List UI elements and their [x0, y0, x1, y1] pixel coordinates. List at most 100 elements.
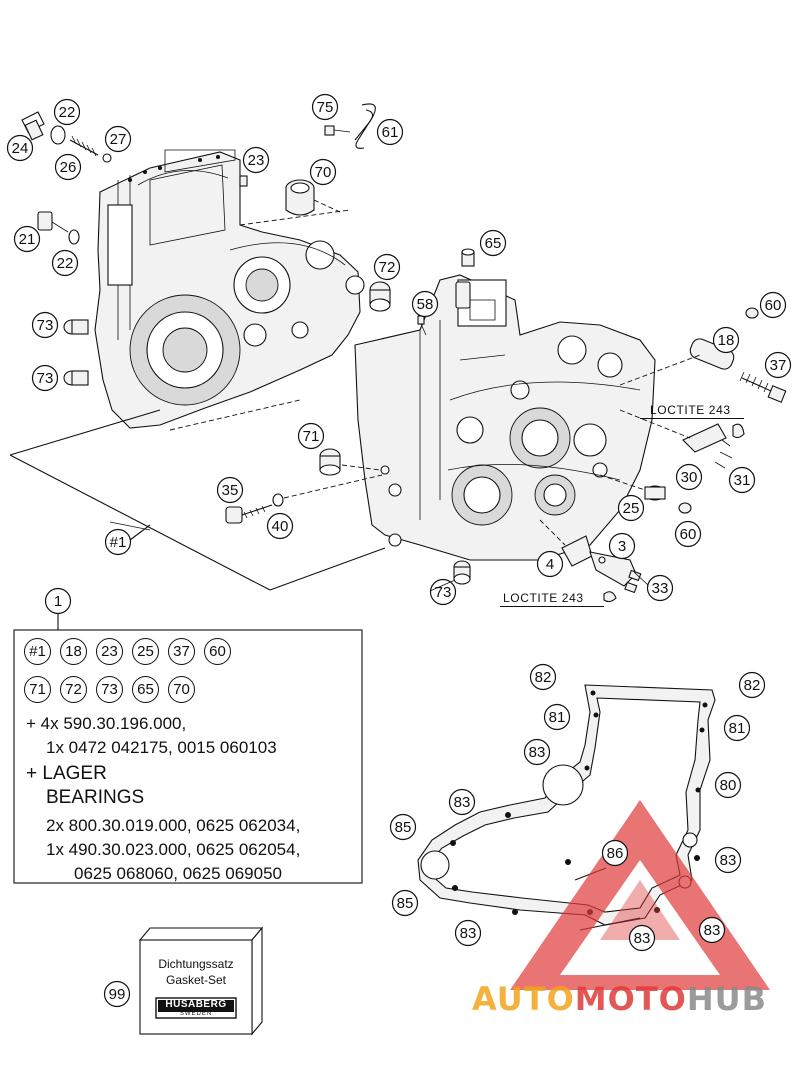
callout-65: 65 — [479, 229, 507, 257]
kit-line-2: 1x 0472 042175, 0015 060103 — [46, 738, 277, 757]
callout-70: 70 — [309, 158, 337, 186]
callout-58: 58 — [411, 290, 439, 318]
callout-81a: 81 — [543, 703, 571, 731]
callout-label: 70 — [315, 164, 332, 181]
gasket-set-label: Dichtungssatz Gasket-Set — [140, 956, 252, 988]
callout-label: 31 — [734, 472, 751, 489]
callout-label: 18 — [718, 332, 735, 349]
callout-71: 71 — [297, 422, 325, 450]
callout-label: 30 — [681, 469, 698, 486]
loctite-upper-underline — [640, 418, 744, 419]
callout-label: 83 — [454, 794, 471, 811]
bushing-71 — [319, 448, 381, 476]
callout-label: 83 — [704, 922, 721, 939]
callout-1hash: #1 — [104, 528, 132, 556]
gasket-set-package — [138, 926, 264, 1036]
dowel-65 — [461, 248, 475, 267]
callout-label: 22 — [57, 255, 74, 272]
callout-1: 1 — [44, 587, 72, 615]
leader-lines — [109, 521, 649, 592]
watermark-wordmark: AUTOMOTOHUB — [472, 980, 767, 1018]
callout-label: 1 — [54, 593, 62, 610]
callout-label: 60 — [765, 297, 782, 314]
callout-60b: 60 — [674, 520, 702, 548]
callout-83c: 83 — [714, 846, 742, 874]
callout-35: 35 — [216, 476, 244, 504]
kit-item-25: 25 — [132, 638, 159, 665]
kit-item-73: 73 — [96, 676, 123, 703]
callout-80: 80 — [714, 771, 742, 799]
callout-label: 71 — [303, 428, 320, 445]
callout-83b: 83 — [448, 788, 476, 816]
callout-85b: 85 — [391, 889, 419, 917]
callout-21: 21 — [13, 225, 41, 253]
callout-99: 99 — [103, 980, 131, 1008]
kit-item-70: 70 — [168, 676, 195, 703]
callout-22b: 22 — [51, 249, 79, 277]
callout-82b: 82 — [738, 671, 766, 699]
callout-label: 22 — [59, 104, 76, 121]
bushing-72 — [369, 281, 391, 312]
callout-83d: 83 — [454, 919, 482, 947]
callout-label: 72 — [379, 259, 396, 276]
callout-83a: 83 — [523, 738, 551, 766]
kit-line-3: + LAGER — [26, 763, 107, 784]
callout-label: 25 — [623, 500, 640, 517]
callout-75: 75 — [311, 93, 339, 121]
callout-60a: 60 — [759, 291, 787, 319]
gasket-set-brand-sub: SWEDEN — [179, 1011, 213, 1017]
callout-label: 24 — [12, 140, 29, 157]
automotohub-watermark — [510, 800, 770, 990]
callout-label: 73 — [435, 584, 452, 601]
callout-label: 85 — [395, 819, 412, 836]
gasket-set-title-en: Gasket-Set — [165, 973, 227, 987]
kit-item-71: 71 — [24, 676, 51, 703]
kit-box-text: + 4x 590.30.196.000, 1x 0472 042175, 001… — [26, 712, 300, 886]
callout-label: 81 — [549, 709, 566, 726]
callout-label: 23 — [248, 152, 265, 169]
callout-label: 83 — [529, 744, 546, 761]
callout-label: 83 — [720, 852, 737, 869]
shaft-and-bolt-assembly — [619, 307, 787, 469]
callout-86: 86 — [601, 839, 629, 867]
callout-72: 72 — [373, 253, 401, 281]
drain-plug-assembly — [21, 111, 112, 245]
kit-item-72: 72 — [60, 676, 87, 703]
watermark-triangle-logo — [510, 800, 770, 990]
gasket-set-title-de: Dichtungssatz — [158, 957, 234, 971]
kit-item-37: 37 — [168, 638, 195, 665]
watermark-moto: MOTO — [574, 980, 687, 1018]
callout-label: 26 — [60, 159, 77, 176]
callout-85a: 85 — [389, 813, 417, 841]
callout-label: 82 — [535, 669, 552, 686]
right-crankcase-half — [354, 274, 656, 561]
callout-22a: 22 — [53, 98, 81, 126]
bearing-sleeve-70 — [285, 179, 341, 216]
callout-83e: 83 — [628, 924, 656, 952]
bolt-35-and-washer-40 — [225, 474, 383, 524]
callout-label: 61 — [382, 124, 399, 141]
assembly-bracket-lines — [9, 209, 386, 591]
kit-item-23: 23 — [96, 638, 123, 665]
hose-clip-and-bolt — [324, 103, 376, 149]
callout-label: 3 — [618, 538, 626, 555]
callout-label: #1 — [110, 534, 127, 551]
callout-label: 4 — [546, 556, 554, 573]
kit-item-hash1: #1 — [24, 638, 51, 665]
gasket-set-brand: HUSABERG — [165, 999, 227, 1010]
callout-label: 35 — [222, 482, 239, 499]
callout-25: 25 — [617, 494, 645, 522]
callout-82a: 82 — [529, 663, 557, 691]
callout-label: 40 — [272, 518, 289, 535]
left-crankcase-half — [94, 149, 365, 429]
callout-label: 83 — [460, 925, 477, 942]
bushing-25-and-plug-60 — [599, 474, 692, 514]
bushing-73-bottom — [453, 560, 471, 585]
callout-83f: 83 — [698, 916, 726, 944]
callout-73a: 73 — [31, 311, 59, 339]
kit-line-6: 1x 490.30.023.000, 0625 062054, — [46, 840, 301, 859]
